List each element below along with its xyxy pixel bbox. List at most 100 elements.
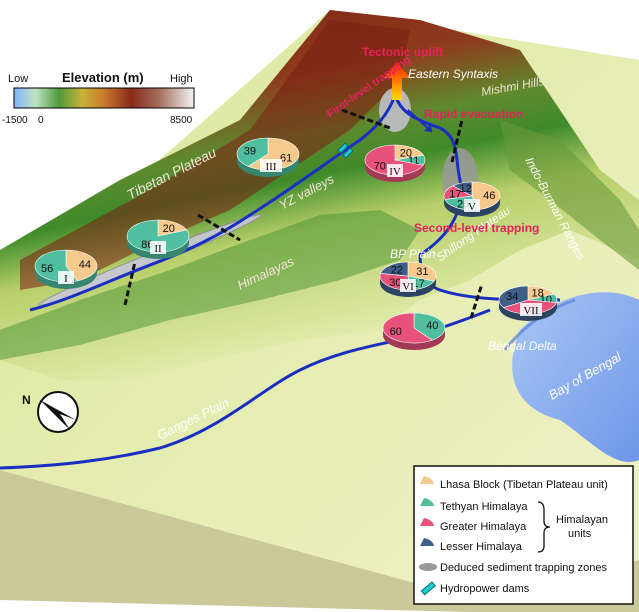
pie-id-box bbox=[58, 271, 74, 284]
pie-value-label: 34 bbox=[506, 291, 518, 303]
block-side-face bbox=[0, 470, 639, 612]
tectonic-uplift-arrow bbox=[384, 62, 410, 100]
hydropower-dam bbox=[342, 147, 354, 159]
terrain-surface bbox=[0, 10, 639, 380]
north-label: N bbox=[22, 393, 31, 407]
legend-himalayan-units-line2: units bbox=[568, 528, 592, 540]
pie-value-label: 46 bbox=[483, 190, 495, 202]
pie-value-label: 39 bbox=[244, 146, 256, 158]
pie-value-label: 30 bbox=[389, 277, 401, 289]
legend-greater-label: Greater Himalaya bbox=[440, 521, 527, 533]
pie-value-label: 20 bbox=[163, 223, 175, 235]
legend-tethyan-label: Tethyan Himalaya bbox=[440, 501, 528, 513]
elevation-min: -1500 bbox=[2, 115, 28, 126]
pie-slice-tethyan bbox=[126, 219, 190, 253]
legend-trap: Deduced sediment trapping zones bbox=[419, 562, 607, 574]
pie-slice-lesser bbox=[452, 181, 473, 197]
pie-chart-i: 44 56I bbox=[34, 249, 98, 289]
legend-himalayan-units-line1: Himalayan bbox=[556, 514, 608, 526]
legend-lesser-label: Lesser Himalaya bbox=[440, 541, 523, 553]
trap-zone-first bbox=[379, 88, 411, 132]
pie-id-label: I bbox=[64, 273, 68, 285]
pie-slice-lhasa bbox=[407, 261, 437, 282]
legend-lhasa: Lhasa Block (Tibetan Plateau unit) bbox=[420, 476, 608, 491]
indo-burman-ridge bbox=[500, 120, 639, 270]
pie-id-label: VI bbox=[402, 281, 414, 293]
legend-box bbox=[413, 465, 634, 605]
lesser-swatch-icon bbox=[420, 538, 434, 546]
label-eastern-syntaxis: Eastern Syntaxis bbox=[408, 67, 498, 81]
pie-id-label: V bbox=[468, 201, 476, 213]
pie-slice-tethyan bbox=[236, 137, 269, 167]
legend-greater: Greater Himalaya bbox=[420, 518, 527, 533]
elevation-legend: Elevation (m) Low High -1500 0 8500 bbox=[2, 70, 195, 126]
lhasa-swatch-icon bbox=[420, 476, 434, 484]
pie-value-label: 61 bbox=[280, 152, 292, 164]
pie-value-label: 20 bbox=[400, 147, 412, 159]
elevation-zero: 0 bbox=[38, 115, 44, 126]
pie-id-box bbox=[387, 164, 403, 177]
pie-side bbox=[444, 196, 500, 217]
elevation-title: Elevation (m) bbox=[62, 70, 144, 85]
pie-id-label: IV bbox=[389, 166, 401, 178]
plateau-highland bbox=[20, 20, 410, 290]
trap-zone-swatch-icon bbox=[419, 563, 437, 571]
label-bp-plain: BP Plain bbox=[390, 247, 436, 261]
pie-id-box bbox=[150, 241, 166, 254]
legend-dam: Hydropower dams bbox=[420, 581, 530, 596]
tethyan-swatch-icon bbox=[420, 498, 434, 506]
elevation-high: High bbox=[170, 73, 193, 85]
dam-swatch-icon bbox=[420, 581, 436, 596]
legend-brace-icon bbox=[537, 501, 551, 553]
pie-id-label: III bbox=[266, 161, 277, 173]
pie-slice-greater bbox=[382, 312, 433, 344]
pie-value-label: 18 bbox=[532, 288, 544, 300]
pie-slice-tethyan bbox=[413, 312, 446, 341]
section-markers bbox=[123, 108, 484, 319]
legend-tethyan: Tethyan Himalaya bbox=[420, 498, 528, 513]
legend-dam-label: Hydropower dams bbox=[440, 583, 530, 595]
rapid-evacuation-arrowhead bbox=[424, 124, 432, 132]
pie-id-box bbox=[464, 199, 480, 212]
pie-id-box bbox=[260, 159, 282, 172]
elevation-colorbar bbox=[13, 87, 195, 109]
pie-side bbox=[127, 236, 189, 259]
pie-slice-lesser bbox=[498, 285, 529, 308]
pie-value-label: 56 bbox=[41, 263, 53, 275]
label-second-level: Second-level trapping bbox=[414, 221, 539, 235]
label-bengal-delta: Bengal Delta bbox=[488, 339, 557, 353]
pie-value-label: 31 bbox=[416, 266, 428, 278]
delta-coast bbox=[503, 298, 576, 351]
pie-value-label: 22 bbox=[391, 264, 403, 276]
legend: Lhasa Block (Tibetan Plateau unit) Tethy… bbox=[413, 465, 634, 605]
legend-trap-label: Deduced sediment trapping zones bbox=[440, 562, 607, 574]
pie-value-label: 40 bbox=[426, 320, 438, 332]
elevation-max: 8500 bbox=[170, 115, 193, 126]
hydropower-dam bbox=[337, 142, 349, 154]
pie-id-label: VII bbox=[523, 305, 539, 317]
legend-lesser: Lesser Himalaya bbox=[420, 538, 523, 553]
bay-of-bengal-water bbox=[512, 292, 639, 462]
pie-slice-lesser bbox=[380, 261, 409, 277]
north-arrow: N bbox=[22, 391, 79, 433]
pie-value-label: 44 bbox=[79, 259, 91, 271]
foothill-band bbox=[0, 210, 420, 360]
label-rapid-evacuation: Rapid evacuation bbox=[424, 107, 523, 121]
pie-side bbox=[499, 300, 557, 321]
label-tectonic-uplift: Tectonic uplift bbox=[362, 45, 443, 59]
pie-value-label: 17 bbox=[449, 189, 461, 201]
greater-swatch-icon bbox=[420, 518, 434, 526]
legend-lhasa-label: Lhasa Block (Tibetan Plateau unit) bbox=[440, 479, 608, 491]
pie-id-box bbox=[400, 279, 416, 292]
pie-side bbox=[365, 160, 425, 182]
pie-slice-greater bbox=[364, 144, 424, 176]
pie-value-label: 12 bbox=[459, 183, 471, 195]
